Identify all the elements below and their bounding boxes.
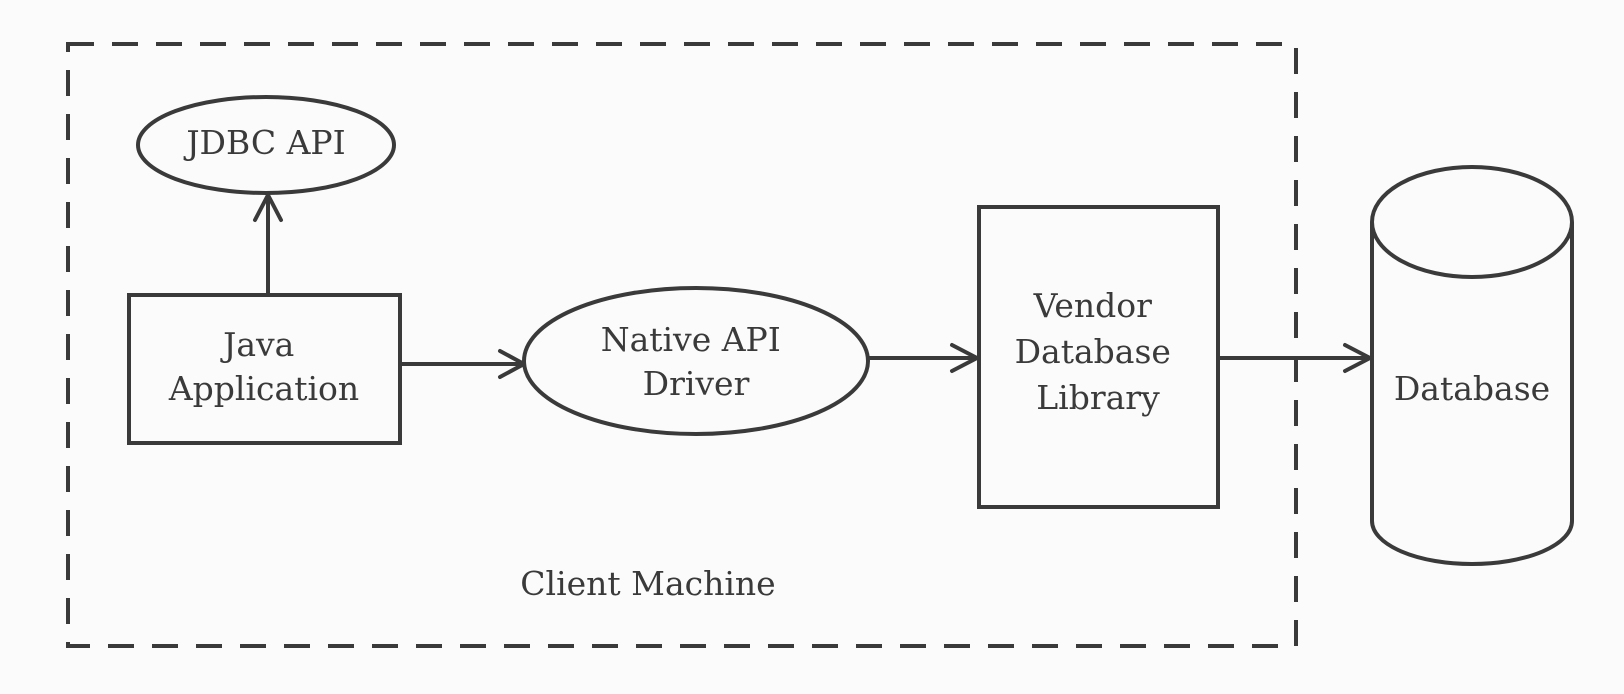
database-label: Database <box>1394 369 1550 408</box>
arrow-native-to-vendor-head <box>950 343 979 373</box>
vendor-database-library-label-line-1: Vendor <box>1033 286 1153 325</box>
arrow-vendor-to-database-head <box>1343 343 1372 373</box>
java-application-label: Java Application <box>168 325 359 408</box>
native-api-driver-label-line-2: Driver <box>643 364 750 403</box>
native-api-driver-label: Native API Driver <box>601 320 792 403</box>
native-api-driver-node <box>522 286 870 436</box>
arrow-java-to-jdbc-head <box>253 193 283 222</box>
jdbc-api-node <box>136 95 396 195</box>
database-node <box>1370 165 1574 566</box>
vendor-database-library-label-line-2: Database <box>1015 332 1171 371</box>
database-cylinder-body <box>1370 222 1574 566</box>
vendor-database-library-label-line-3: Library <box>1036 378 1160 417</box>
database-cylinder-top <box>1370 165 1574 279</box>
jdbc-api-label: JDBC API <box>183 123 345 162</box>
client-machine-boundary <box>66 42 1298 648</box>
java-application-label-line-1: Java <box>220 325 294 364</box>
client-machine-label: Client Machine <box>520 564 775 603</box>
java-application-label-line-2: Application <box>168 369 359 408</box>
java-application-node <box>127 293 402 445</box>
vendor-database-library-node <box>977 205 1220 509</box>
native-api-driver-label-line-1: Native API <box>601 320 781 359</box>
vendor-database-library-label: Vendor Database Library <box>1015 286 1182 417</box>
arrow-java-to-native-head <box>498 349 526 379</box>
